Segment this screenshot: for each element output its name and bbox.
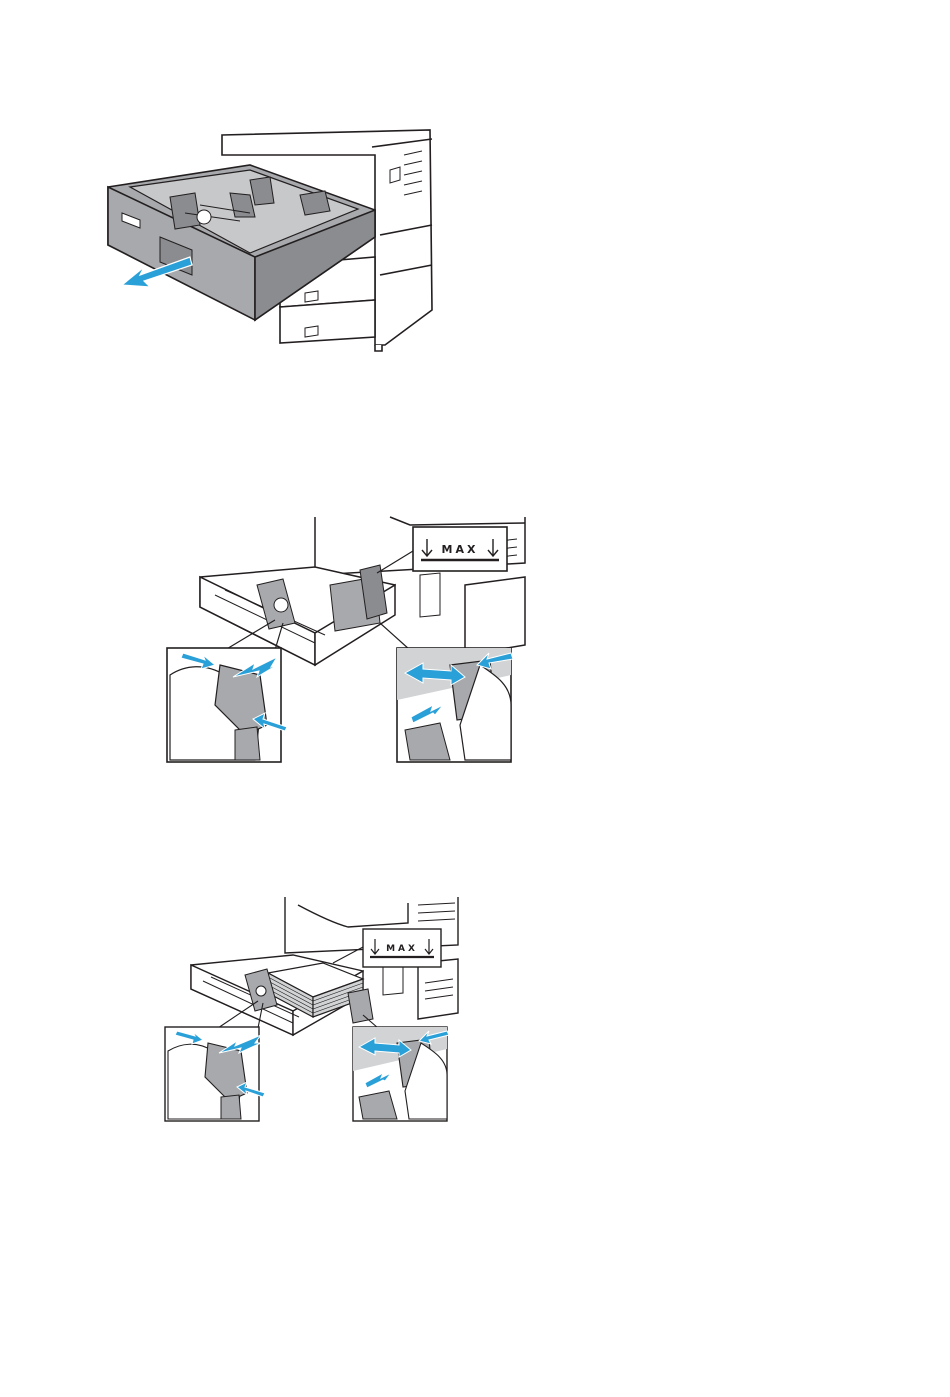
right-guide-inset [353,1027,449,1121]
paper-guide-adjust-illustration: MAX [165,515,535,765]
right-guide-inset [397,648,513,762]
left-guide-inset [165,1027,265,1121]
max-label-text: MAX [442,543,479,556]
left-guide-inset [167,648,287,762]
paper-load-illustration: MAX [163,893,463,1125]
tray-pull-out-illustration [100,125,440,360]
figure-adjust-guides: MAX [165,515,535,765]
max-label-text: MAX [386,944,418,954]
figure-load-paper: MAX [163,893,463,1125]
figure-pull-out-tray [100,125,440,360]
